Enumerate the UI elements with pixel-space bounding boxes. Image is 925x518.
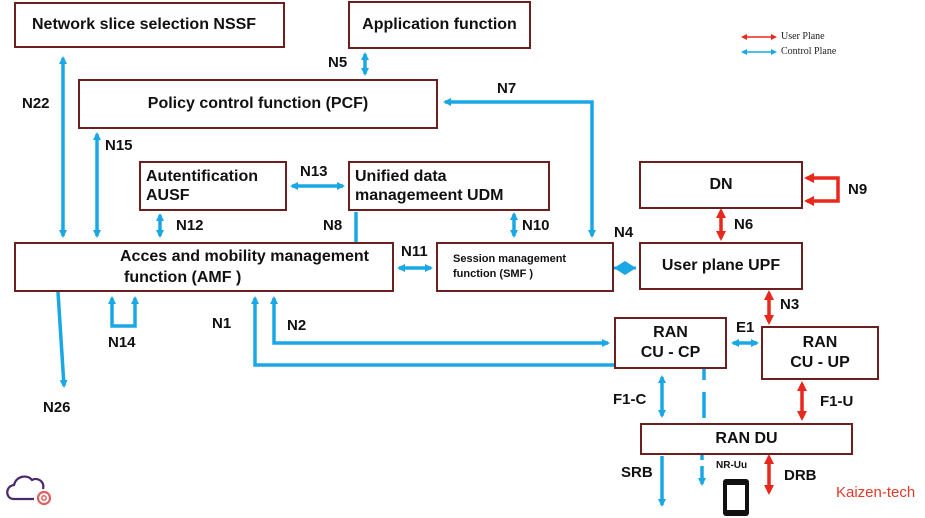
label-n14: N14 [108,334,136,351]
label-f1u: F1-U [820,393,854,410]
n7-link [443,98,596,238]
label-f1c: F1-C [613,391,647,408]
phone-icon [723,479,749,516]
label-e1: E1 [736,319,755,336]
legend-control-plane: Control Plane [781,46,837,57]
n26-link [56,291,68,388]
label-n6: N6 [734,216,754,233]
label-drb: DRB [784,467,817,484]
dn-label: DN [709,176,733,193]
af-box: Application function [348,1,531,49]
cloud-gear-logo-icon [6,475,52,506]
af-label: Application function [362,16,517,33]
label-n11: N11 [401,243,428,260]
n1-link [251,296,640,367]
nssf-box: Network slice selection NSSF [14,2,285,48]
upf-box: User plane UPF [639,242,803,290]
ran-cu-up-label-line2: CU - UP [790,354,850,371]
ausf-label-line1: Autentification [146,168,258,185]
smf-label-line1: Session management [453,253,567,265]
ran-cu-cp-label-line2: CU - CP [640,344,701,361]
amf-label-line2: function (AMF ) [124,269,242,286]
ran-cu-cp-box: RAN CU - CP [614,317,727,369]
udm-label-line1: Unified data [355,168,447,185]
label-n15: N15 [105,137,133,154]
label-n7: N7 [497,80,517,97]
label-n9: N9 [848,181,868,198]
amf-box: Acces and mobility management function (… [14,242,394,292]
label-n10: N10 [522,217,550,234]
ran-cu-up-label-line1: RAN [802,334,838,351]
pcf-label: Policy control function (PCF) [147,95,369,112]
label-srb: SRB [621,464,653,481]
label-n12: N12 [176,217,204,234]
smf-box: Session management function (SMF ) [436,242,614,292]
ran-du-label: RAN DU [715,430,778,447]
amf-label-line1: Acces and mobility management [120,248,369,265]
udm-box: Unified data managemeent UDM [348,161,550,211]
label-n26: N26 [43,399,71,416]
n9-link [804,173,840,206]
label-n2: N2 [287,317,307,334]
label-n13: N13 [300,163,328,180]
label-n22: N22 [22,95,50,112]
dn-box: DN [639,161,803,209]
pcf-box: Policy control function (PCF) [78,79,438,129]
n14-link [108,296,139,328]
ran-cu-up-box: RAN CU - UP [761,326,879,380]
label-n5: N5 [328,54,348,71]
ausf-label-line2: AUSF [146,187,190,204]
legend-user-plane: User Plane [781,31,825,42]
ausf-box: Autentification AUSF [139,161,287,211]
ran-cu-cp-label-line1: RAN [653,324,688,341]
label-n3: N3 [780,296,800,313]
upf-label: User plane UPF [661,257,781,274]
label-n1: N1 [212,315,232,332]
brand-text: Kaizen-tech [836,484,916,501]
ran-du-box: RAN DU [640,423,853,455]
label-nr-uu: NR-Uu [716,460,748,471]
n2-link [270,296,610,347]
nssf-label: Network slice selection NSSF [32,16,257,33]
udm-label-line2: managemeent UDM [355,187,504,204]
label-n8: N8 [323,217,343,234]
label-n4: N4 [614,224,634,241]
smf-label-line2: function (SMF ) [453,268,534,280]
n4-link [614,261,636,275]
